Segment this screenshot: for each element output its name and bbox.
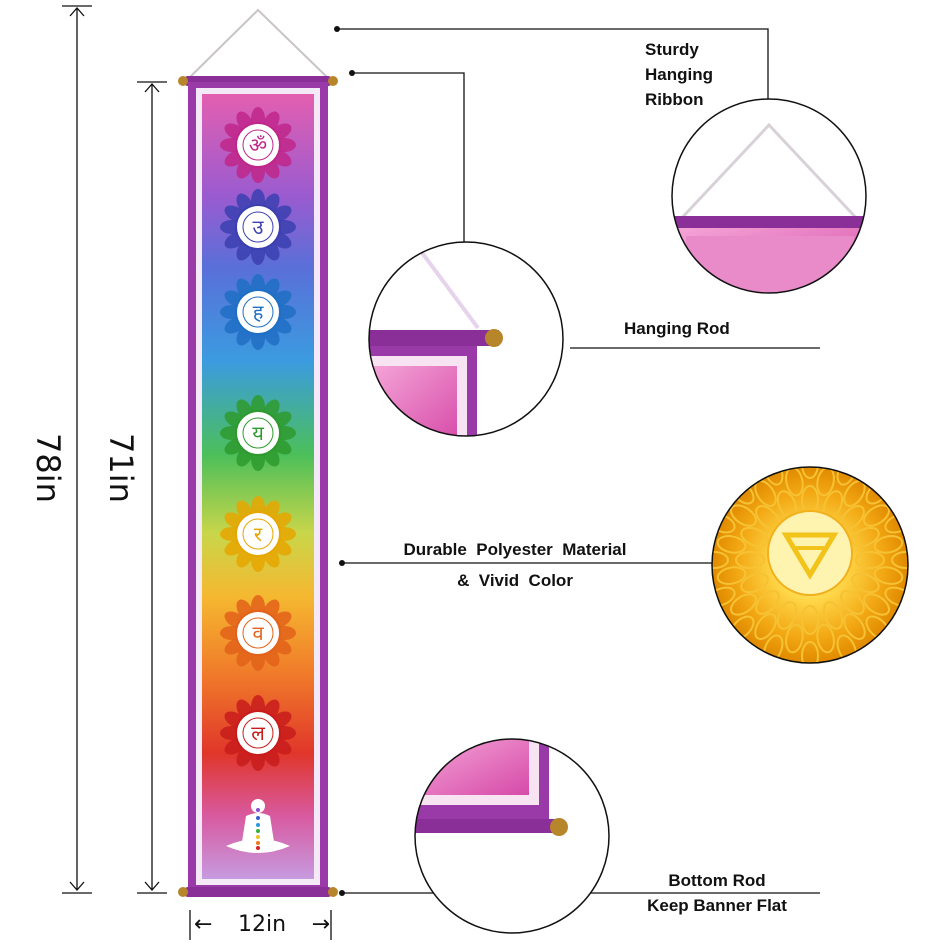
mandala-petal (785, 623, 804, 654)
hanging-ribbon (188, 8, 329, 79)
mandala-petal (891, 551, 908, 569)
ribbon-callout: Sturdy Hanging Ribbon (645, 37, 713, 112)
mandala-petal (735, 551, 765, 569)
mandala-petal (755, 590, 780, 615)
mandala-petal (801, 467, 819, 479)
meditation-figure (226, 799, 290, 853)
chakra-symbol: य (220, 395, 296, 471)
total-height-label: 78in (29, 433, 67, 503)
chakra-symbol: ह (220, 274, 296, 350)
mandala-petal (884, 586, 908, 607)
width-value: 12in (237, 912, 287, 937)
mandala-petal (855, 551, 885, 569)
material-callout-line1: Durable Polyester Material (403, 540, 627, 559)
material-zoom-circle (711, 466, 909, 664)
mandala-petal (822, 601, 844, 630)
mandala-petal (816, 623, 835, 654)
banner-height-dimension (137, 81, 167, 894)
leader-dots (334, 26, 355, 896)
mandala-petal (776, 601, 798, 630)
mandala-petal (863, 504, 890, 527)
mandala-petal (740, 572, 769, 594)
material-callout-line2: & Vivid Color (457, 571, 573, 590)
mandala-petal (730, 593, 757, 616)
width-dimension (189, 910, 332, 940)
mandala-petal (801, 641, 819, 663)
chakra-glyph: ह (253, 300, 264, 324)
ribbon-callout-line2: Hanging (645, 65, 713, 84)
bottom-rod-callout: Bottom Rod Keep Banner Flat (612, 868, 822, 918)
bottom-rod-zoom-circle (414, 738, 610, 934)
material-callout: Durable Polyester Material & Vivid Color (350, 534, 680, 596)
chakra-glyph: ॐ (249, 133, 267, 157)
chakra-glyph: र (254, 522, 263, 546)
mandala-petal (716, 566, 747, 585)
mandala-petal (873, 566, 904, 585)
left-arrow-icon: ← (194, 912, 213, 937)
mandala-petal (716, 535, 747, 554)
mandala-petal (712, 586, 736, 607)
ribbon-callout-line3: Ribbon (645, 90, 704, 109)
mandala-petal (843, 613, 866, 640)
mandala-petal (801, 605, 819, 635)
mandala-petal (863, 593, 890, 616)
chakra-symbol: र (220, 496, 296, 572)
mandala-petal (851, 572, 880, 594)
mandala-petal (754, 613, 777, 640)
mandala-petal (851, 526, 880, 548)
bottom-rod-callout-line1: Bottom Rod (668, 871, 766, 890)
mandala-petal (873, 535, 904, 554)
chakra-symbol: ॐ (220, 107, 296, 183)
chakra-glyph: उ (253, 215, 265, 239)
bottom-rod-callout-line2: Keep Banner Flat (647, 896, 787, 915)
mandala-petal (730, 504, 757, 527)
rod-callout: Hanging Rod (624, 319, 730, 338)
banner-height-label: 71in (102, 433, 140, 503)
right-arrow-icon: → (311, 912, 330, 937)
ribbon-callout-line1: Sturdy (645, 40, 699, 59)
chakra-glyph: य (252, 421, 264, 445)
total-height-dimension (62, 5, 92, 894)
chakra-symbol: व (220, 595, 296, 671)
rod-zoom-circle (368, 241, 564, 437)
mandala-petal (712, 551, 729, 569)
ribbon-zoom-circle (671, 98, 867, 294)
chakra-glyph: ल (251, 721, 265, 745)
chakra-symbol: ल (220, 695, 296, 771)
mandala-petal (840, 590, 865, 615)
chakra-symbol: उ (220, 189, 296, 265)
mandala-petal (740, 526, 769, 548)
width-dimension-label: ← 12in → (194, 910, 330, 940)
chakra-glyph: व (252, 621, 264, 645)
